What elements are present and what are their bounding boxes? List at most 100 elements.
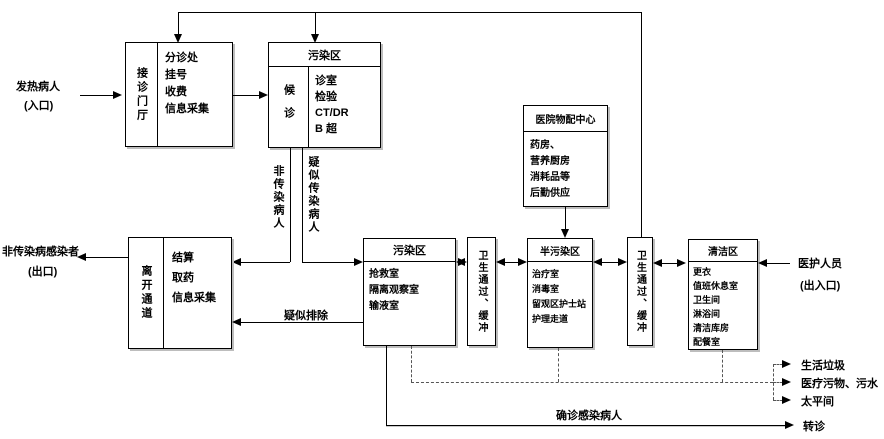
non-infectious-to-leave-line <box>238 262 290 263</box>
clean-zone-line: 淋浴间 <box>693 309 721 319</box>
contaminated-top-line: 检验 <box>315 91 337 103</box>
bidir-line <box>657 263 684 264</box>
domestic-waste-arrowhead <box>782 360 791 368</box>
waiting-cell: 候诊 <box>269 67 309 147</box>
top-feedback-line <box>178 12 641 13</box>
contaminated-top-line: 诊室 <box>315 75 337 87</box>
suspected-to-contaminated-arrowhead <box>354 258 363 266</box>
entry-sublabel: (入口) <box>24 100 54 112</box>
bidir-arrowhead <box>593 258 602 266</box>
confirmed-flow-horizontal-line <box>386 425 787 426</box>
entry-arrowhead <box>113 91 122 99</box>
clean-zone-title: 清洁区 <box>708 247 738 258</box>
clean-waste-drop-line <box>722 350 723 382</box>
leave-channel-line: 结算 <box>172 252 194 264</box>
contaminated-top-title: 污染区 <box>308 49 341 62</box>
clean-zone-box: 清洁区 更衣 值班休息室 卫生间 淋浴间 清洁库房 配餐室 <box>688 239 758 350</box>
feedback-right-vertical-line <box>641 12 642 237</box>
reception-line: 收费 <box>165 86 187 98</box>
exit-left-label: 非传染病感染者 <box>2 246 79 258</box>
bidir-arrowhead <box>677 259 686 267</box>
leave-channel-side-cell: 离开通道 <box>129 238 164 348</box>
logistics-to-semi-arrowhead <box>561 229 569 238</box>
confirmed-flow-vertical-line <box>386 346 387 425</box>
non-infectious-flow-line <box>290 148 291 262</box>
contaminated-top-title-cell: 污染区 <box>269 43 380 67</box>
arrow-down-reception <box>174 34 182 43</box>
bidir-arrowhead <box>653 259 662 267</box>
semi-contaminated-line: 治疗室 <box>532 269 560 279</box>
logistics-to-semi-line <box>565 207 566 229</box>
reception-to-contaminated-line <box>233 95 260 96</box>
contaminated-mid-title-cell: 污染区 <box>364 239 455 262</box>
semi-contaminated-title-cell: 半污染区 <box>528 239 592 262</box>
exit-left-sublabel: (出口) <box>28 266 58 278</box>
logistics-box: 医院物配中心 药房、 营养厨房 消耗品等 后勤供应 <box>523 105 608 207</box>
hygiene-pass-left-label: 卫生通过、缓冲 <box>476 249 487 334</box>
clean-zone-line: 值班休息室 <box>693 281 739 291</box>
morgue-line <box>773 400 783 401</box>
clean-zone-line: 清洁库房 <box>693 323 730 333</box>
hygiene-pass-right-box: 卫生通过、缓冲 <box>627 237 653 346</box>
staff-sublabel: (出入口) <box>800 280 841 292</box>
reception-line: 信息采集 <box>165 103 209 115</box>
waste-trunk-line <box>411 382 773 383</box>
reception-content-cell: 分诊处 挂号 收费 信息采集 <box>158 43 232 146</box>
entry-arrow-line <box>80 95 114 96</box>
clean-zone-line: 更衣 <box>693 267 712 277</box>
hygiene-pass-right-label: 卫生通过、缓冲 <box>634 249 646 334</box>
reception-to-contaminated-arrowhead <box>259 91 268 99</box>
non-infectious-to-leave-arrowhead <box>232 258 241 266</box>
clean-zone-content-cell: 更衣 值班休息室 卫生间 淋浴间 清洁库房 配餐室 <box>689 262 757 349</box>
suspected-excluded-arrowhead <box>232 318 241 326</box>
logistics-content-cell: 药房、 营养厨房 消耗品等 后勤供应 <box>524 132 607 206</box>
semi-contaminated-box: 半污染区 治疗室 消毒室 留观区护士站 护理走道 <box>527 238 593 348</box>
suspected-to-contaminated-line <box>302 262 357 263</box>
clean-zone-title-cell: 清洁区 <box>689 240 757 262</box>
contaminated-top-line: CT/DR <box>315 107 349 119</box>
reception-box: 接诊门厅 分诊处 挂号 收费 信息采集 <box>125 42 233 147</box>
leave-channel-line: 取药 <box>172 272 194 284</box>
domestic-waste-label: 生活垃圾 <box>801 360 845 372</box>
contaminated-mid-content-cell: 抢救室 隔离观察室 输液室 <box>364 262 455 345</box>
logistics-line: 后勤供应 <box>530 188 570 199</box>
logistics-title-cell: 医院物配中心 <box>524 106 607 132</box>
logistics-line: 消耗品等 <box>530 172 570 183</box>
contaminated-mid-line: 输液室 <box>369 301 399 312</box>
staff-arrowhead <box>758 259 767 267</box>
non-infectious-flow-label: 非传染病人 <box>272 165 284 230</box>
bidir-arrowhead <box>458 258 467 266</box>
contaminated-mid-line: 隔离观察室 <box>369 285 419 296</box>
staff-arrow-line <box>767 263 790 264</box>
bidir-arrowhead <box>618 258 627 266</box>
bidir-line <box>500 262 523 263</box>
semi-contaminated-line: 消毒室 <box>532 284 560 294</box>
confirmed-flow-label: 确诊感染病人 <box>556 410 622 422</box>
hygiene-pass-left-box: 卫生通过、缓冲 <box>467 237 496 346</box>
contaminated-waste-drop-line <box>411 346 412 382</box>
semi-contaminated-line: 护理走道 <box>532 314 569 324</box>
leave-channel-box: 离开通道 结算 取药 信息采集 <box>128 237 232 349</box>
bidir-line <box>597 262 625 263</box>
semi-waste-drop-line <box>558 348 559 382</box>
suspected-excluded-line <box>238 322 363 323</box>
leave-channel-line: 信息采集 <box>172 292 216 304</box>
leave-channel-content-cell: 结算 取药 信息采集 <box>164 238 231 348</box>
leave-channel-side-label: 离开通道 <box>140 265 152 321</box>
drop-to-reception-line <box>178 12 179 35</box>
suspected-excluded-label: 疑似排除 <box>284 310 328 322</box>
contaminated-top-box: 污染区 候诊 诊室 检验 CT/DR B 超 <box>268 42 381 148</box>
exit-left-arrow-line <box>86 257 128 258</box>
transfer-label: 转诊 <box>803 421 825 433</box>
contaminated-mid-box: 污染区 抢救室 隔离观察室 输液室 <box>363 238 456 346</box>
contaminated-top-line: B 超 <box>315 123 337 135</box>
semi-contaminated-line: 留观区护士站 <box>532 299 587 309</box>
suspected-flow-line <box>302 148 303 262</box>
bidir-arrowhead <box>496 258 505 266</box>
transfer-arrowhead <box>785 421 794 429</box>
domestic-waste-line <box>773 364 783 365</box>
morgue-label: 太平间 <box>801 396 834 408</box>
drop-to-contaminated-top-line <box>315 12 316 35</box>
entry-label: 发热病人 <box>16 81 60 93</box>
